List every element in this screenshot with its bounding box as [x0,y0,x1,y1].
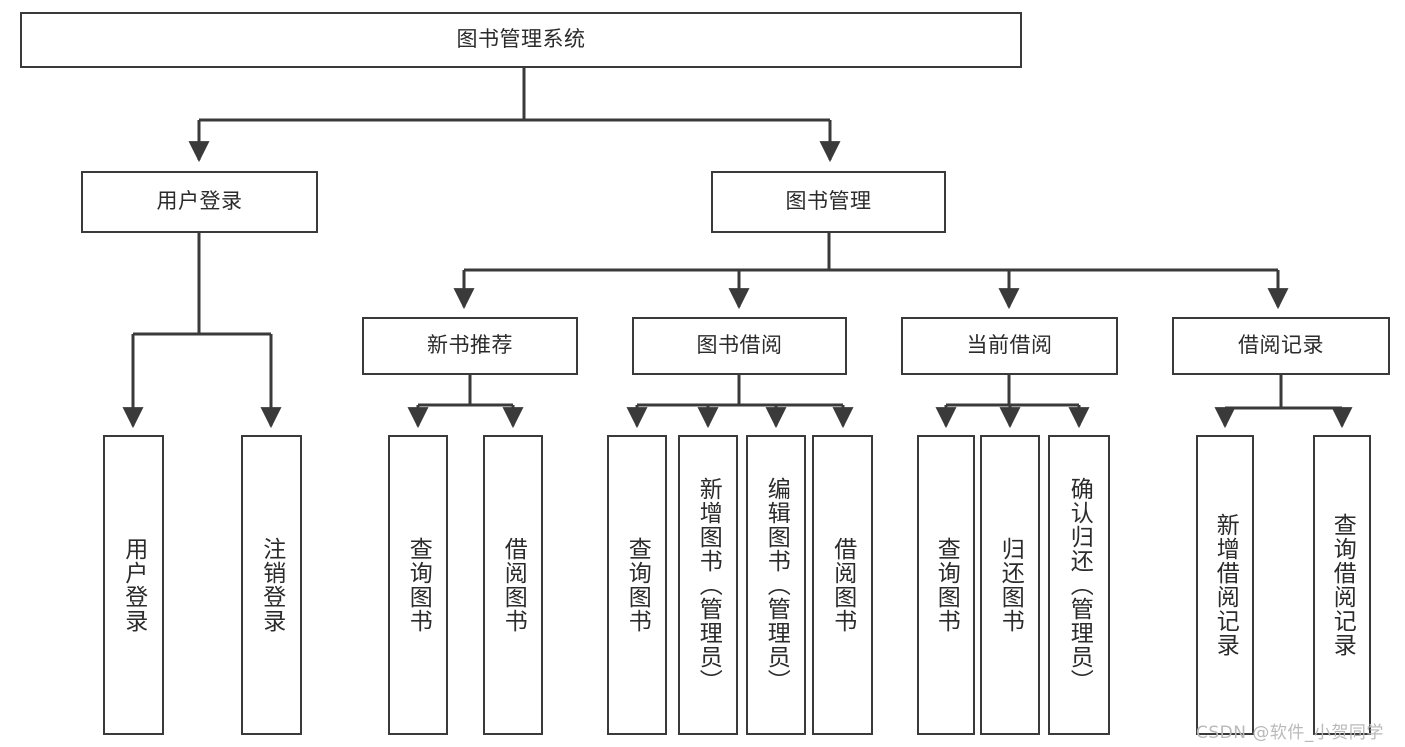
node-label: 图书管理 [785,189,872,214]
node-label: 确认归还（管理员） [1066,477,1093,693]
node-label: 新增借阅记录 [1212,513,1239,657]
node-level1-book-management[interactable]: 图书管理 [711,171,946,233]
node-level2-current-borrowing[interactable]: 当前借阅 [901,317,1118,375]
node-label: 借阅图书 [500,537,527,633]
leaf-node[interactable]: 归还图书 [980,435,1040,735]
node-label: 用户登录 [156,189,243,214]
leaf-node[interactable]: 注销登录 [241,435,302,735]
node-label: 归还图书 [997,537,1024,633]
leaf-node[interactable]: 确认归还（管理员） [1048,435,1110,735]
leaf-node[interactable]: 查询借阅记录 [1313,435,1371,735]
leaf-node[interactable]: 借阅图书 [812,435,873,735]
leaf-node[interactable]: 新增图书（管理员） [678,435,738,735]
node-label: 编辑图书（管理员） [763,477,790,693]
leaf-node[interactable]: 借阅图书 [483,435,543,735]
node-label: 查询图书 [933,537,960,633]
node-label: 图书管理系统 [456,27,586,52]
node-label: 当前借阅 [966,333,1053,358]
node-level2-borrowing-records[interactable]: 借阅记录 [1172,317,1390,375]
node-root[interactable]: 图书管理系统 [20,12,1022,68]
node-level2-book-borrowing[interactable]: 图书借阅 [632,317,847,375]
node-label: 用户登录 [120,537,147,633]
leaf-node[interactable]: 用户登录 [103,435,164,735]
node-label: 图书借阅 [696,333,783,358]
leaf-node[interactable]: 查询图书 [917,435,975,735]
node-label: 借阅记录 [1238,333,1324,358]
leaf-node[interactable]: 查询图书 [388,435,448,735]
leaf-node[interactable]: 新增借阅记录 [1196,435,1254,735]
node-label: 查询图书 [405,537,432,633]
node-label: 注销登录 [258,537,285,633]
csdn-watermark: CSDN @软件_小贺同学 [1196,723,1384,743]
node-label: 借阅图书 [829,537,856,633]
node-label: 查询借阅记录 [1329,513,1356,657]
node-label: 新书推荐 [427,333,513,358]
node-label: 新增图书（管理员） [695,477,722,693]
node-level1-user-login[interactable]: 用户登录 [81,171,318,233]
node-level2-new-book-recommendation[interactable]: 新书推荐 [362,317,578,375]
leaf-node[interactable]: 查询图书 [607,435,667,735]
node-label: 查询图书 [624,537,651,633]
leaf-node[interactable]: 编辑图书（管理员） [746,435,806,735]
